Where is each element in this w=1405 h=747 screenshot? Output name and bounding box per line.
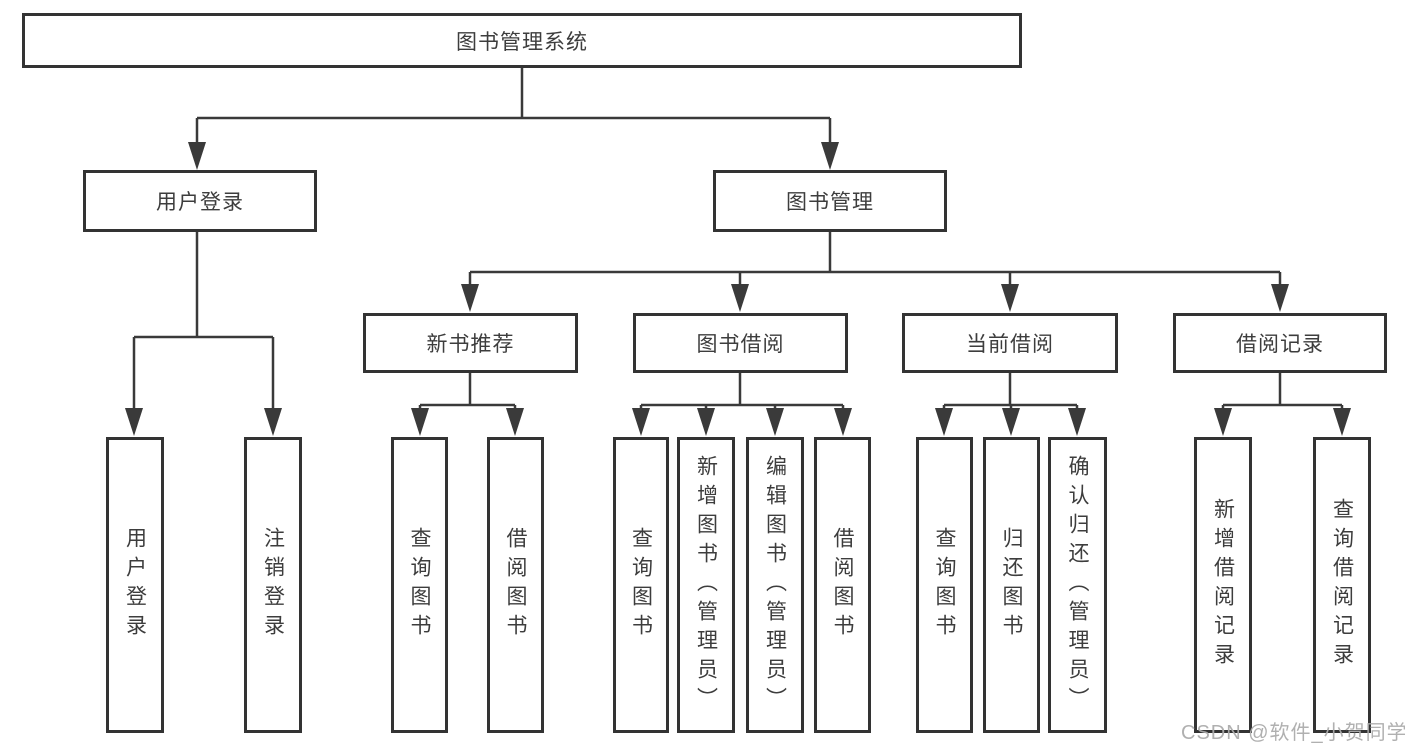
connector-login-to-children [132, 232, 275, 410]
leaf-search-books-borrowing: 查询图书 [613, 437, 669, 733]
connector-current-to-children [942, 373, 1079, 410]
node-user-login: 用户登录 [83, 170, 317, 232]
leaf-edit-book-admin-label: 编辑图书（管理员） [763, 454, 787, 716]
node-current-borrowing: 当前借阅 [902, 313, 1118, 373]
leaf-logout-label: 注销登录 [261, 527, 285, 643]
leaf-search-books-current: 查询图书 [916, 437, 973, 733]
leaf-search-books-current-label: 查询图书 [933, 527, 956, 643]
connector-recommend-to-children [418, 373, 517, 410]
connector-root-to-children [195, 68, 832, 144]
node-book-borrowing-label: 图书借阅 [696, 333, 785, 356]
leaf-search-books-recommend-label: 查询图书 [408, 527, 431, 643]
leaf-add-book-admin-label: 新增图书（管理员） [694, 454, 718, 716]
node-book-management: 图书管理 [713, 170, 947, 232]
csdn-watermark: CSDN @软件_小贺同学 [1181, 722, 1405, 744]
node-user-login-label: 用户登录 [156, 191, 244, 214]
node-book-management-label: 图书管理 [786, 191, 874, 214]
node-library-system: 图书管理系统 [22, 13, 1022, 68]
arrowheads [125, 142, 1351, 436]
leaf-borrow-books-borrowing-label: 借阅图书 [831, 527, 854, 643]
leaf-search-borrow-record: 查询借阅记录 [1313, 437, 1371, 733]
leaf-user-login: 用户登录 [106, 437, 164, 733]
leaf-search-books-recommend: 查询图书 [391, 437, 448, 733]
node-borrowing-records: 借阅记录 [1173, 313, 1387, 373]
leaf-search-borrow-record-label: 查询借阅记录 [1330, 498, 1354, 672]
leaf-confirm-return-admin-label: 确认归还（管理员） [1066, 454, 1089, 716]
node-current-borrowing-label: 当前借阅 [966, 333, 1054, 356]
node-book-borrowing: 图书借阅 [633, 313, 848, 373]
leaf-borrow-books-recommend: 借阅图书 [487, 437, 544, 733]
node-borrowing-records-label: 借阅记录 [1236, 333, 1324, 356]
connector-borrowing-to-children [639, 373, 845, 410]
node-new-book-recommendation-label: 新书推荐 [426, 333, 515, 356]
leaf-return-book-label: 归还图书 [1000, 527, 1023, 643]
leaf-logout: 注销登录 [244, 437, 302, 733]
leaf-add-borrow-record-label: 新增借阅记录 [1211, 498, 1235, 672]
connector-mgmt-to-children [468, 232, 1282, 286]
leaf-edit-book-admin: 编辑图书（管理员） [746, 437, 804, 733]
leaf-confirm-return-admin: 确认归还（管理员） [1048, 437, 1107, 733]
leaf-user-login-label: 用户登录 [123, 527, 147, 643]
connector-records-to-children [1221, 373, 1344, 410]
leaf-search-books-borrowing-label: 查询图书 [629, 527, 653, 643]
leaf-borrow-books-recommend-label: 借阅图书 [504, 527, 527, 643]
node-library-system-label: 图书管理系统 [456, 30, 588, 54]
leaf-add-borrow-record: 新增借阅记录 [1194, 437, 1252, 733]
node-new-book-recommendation: 新书推荐 [363, 313, 578, 373]
leaf-return-book: 归还图书 [983, 437, 1040, 733]
leaf-add-book-admin: 新增图书（管理员） [677, 437, 735, 733]
leaf-borrow-books-borrowing: 借阅图书 [814, 437, 871, 733]
